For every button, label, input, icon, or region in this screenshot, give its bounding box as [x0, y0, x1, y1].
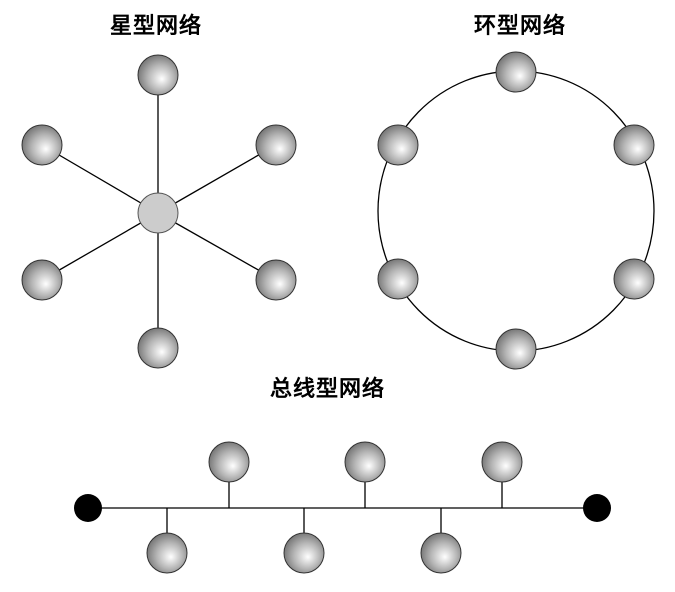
bus-node — [208, 441, 250, 483]
ring-network-title: 环型网络 — [474, 13, 567, 39]
star-link — [157, 212, 277, 281]
star-node — [21, 124, 63, 166]
star-node — [255, 124, 297, 166]
bus-terminator — [583, 494, 611, 522]
bus-terminator — [74, 494, 102, 522]
ring-node — [495, 328, 537, 370]
ring-node — [495, 51, 537, 93]
ring-node — [613, 124, 655, 166]
bus-node — [420, 532, 462, 574]
ring-link — [377, 70, 655, 352]
star-link — [41, 212, 159, 281]
ring-node — [613, 258, 655, 300]
star-hub — [137, 192, 179, 234]
bus-node — [344, 441, 386, 483]
star-link — [157, 144, 277, 214]
bus-node — [481, 441, 523, 483]
star-node — [137, 54, 179, 96]
star-network — [41, 75, 277, 348]
ring-node — [377, 124, 419, 166]
star-network-title: 星型网络 — [110, 13, 203, 39]
star-link — [41, 144, 159, 214]
star-node — [255, 259, 297, 301]
star-node — [137, 327, 179, 369]
bus-network-title: 总线型网络 — [270, 376, 386, 402]
bus-node — [146, 532, 188, 574]
ring-node — [377, 258, 419, 300]
star-node — [21, 259, 63, 301]
bus-node — [283, 532, 325, 574]
